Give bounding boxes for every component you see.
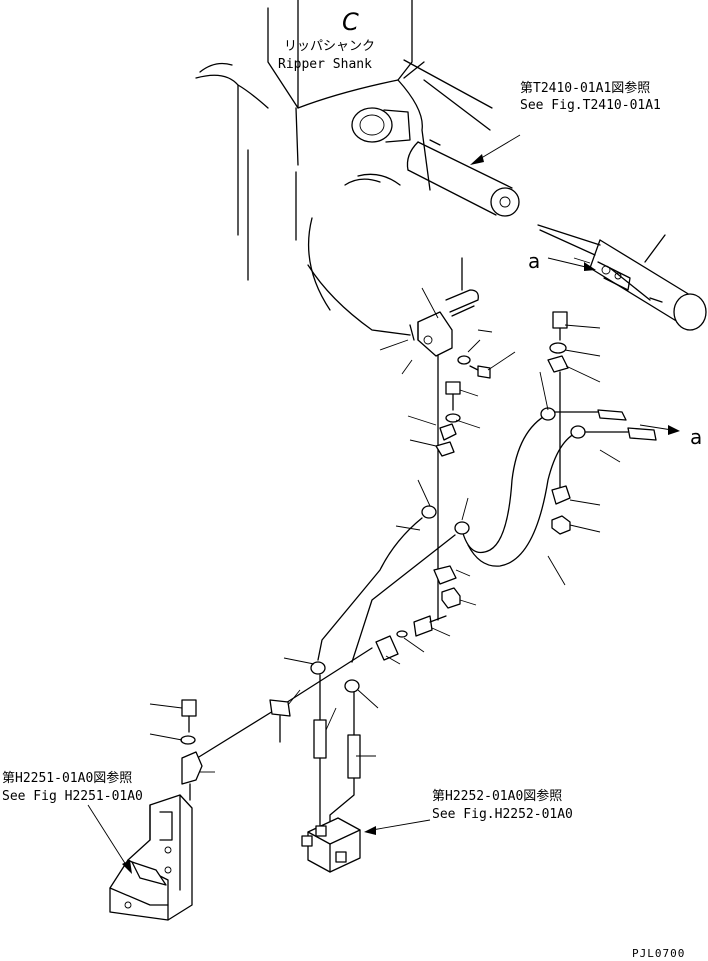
reference-arrows [87,134,680,874]
leader-lines [149,287,621,773]
right-clamp-stack [547,311,571,535]
marker-a-right: a [690,425,702,449]
shank-label-en: Ripper Shank [278,57,372,72]
ref-t2410-jp: 第T2410-01A1図参照 [520,80,650,96]
ref-h2252-en: See Fig.H2252-01A0 [432,807,573,822]
valve-block [301,817,361,873]
ref-h2251-en: See Fig H2251-01A0 [2,789,143,804]
hoses [310,407,657,836]
detail-a-cylinder [537,224,707,331]
drawing-code: PJL0700 [632,947,685,960]
marker-a-left: a [528,249,540,273]
left-bracket-assembly [109,699,203,921]
ref-t2410-en: See Fig.T2410-01A1 [520,98,661,113]
ripper-shank-frame [195,0,520,336]
shank-label-jp: リッパシャンク [284,39,375,54]
shank-letter: C [342,8,359,36]
middle-clamps [193,565,461,761]
ref-h2251-jp: 第H2251-01A0図参照 [2,770,132,786]
ref-h2252-jp: 第H2252-01A0図参照 [432,788,562,804]
